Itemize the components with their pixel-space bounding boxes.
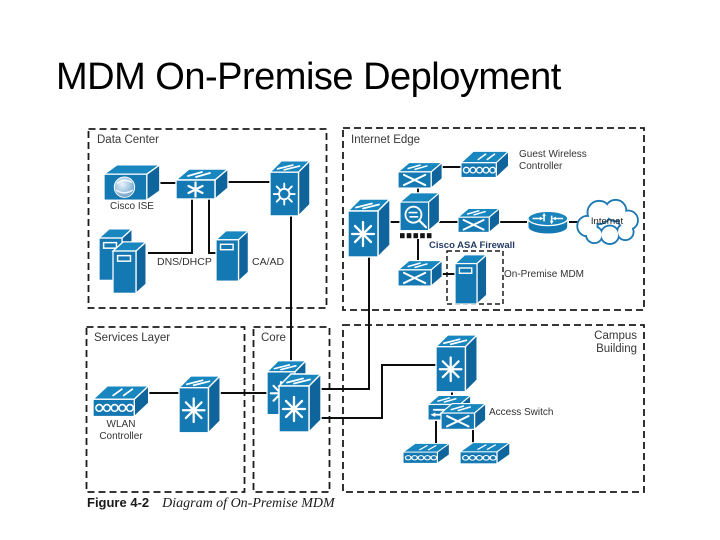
ca-ad-label: CA/AD	[252, 256, 285, 268]
dns-dhcp-label: DNS/DHCP	[157, 256, 212, 268]
internet-edge-top-switch-icon	[396, 161, 444, 190]
on-premise-mdm-server-icon	[454, 254, 488, 305]
cisco-ise-icon	[103, 164, 161, 201]
zone-campus-building-border	[342, 324, 645, 493]
dns-dhcp-server-front-icon	[112, 241, 147, 295]
zone-label-data-center: Data Center	[97, 134, 160, 146]
zone-label-services-layer: Services Layer	[94, 332, 171, 344]
internet-edge-multilayer-switch-icon	[346, 197, 392, 259]
on-premise-mdm-label: On-Premise MDM	[504, 269, 585, 280]
zone-services-layer-border	[85, 326, 246, 493]
access-point-left-icon	[402, 442, 451, 465]
internet-edge-middle-switch-icon	[457, 207, 501, 234]
figure-caption-label: Figure 4-2	[87, 495, 150, 510]
data-center-switch-icon	[174, 167, 230, 201]
ca-ad-server-icon	[215, 230, 250, 282]
access-point-right-icon	[459, 441, 511, 465]
zone-label-core: Core	[261, 332, 286, 344]
connection-lines	[148, 166, 578, 443]
router-icon	[527, 210, 569, 235]
campus-multilayer-switch-icon	[434, 333, 479, 393]
zone-label-internet-edge: Internet Edge	[351, 134, 421, 146]
cisco-asa-firewall-label: Cisco ASA Firewall	[429, 240, 515, 251]
zone-internet-edge-border	[342, 127, 645, 311]
cisco-ise-label: Cisco ISE	[110, 201, 154, 212]
guest-wireless-controller-label: Guest Wireless Controller	[519, 149, 587, 172]
access-switch-front-icon	[439, 402, 487, 431]
wlan-controller-label: WLAN Controller	[99, 419, 143, 442]
internet-label: Internet	[590, 216, 624, 227]
wlan-controller-icon	[92, 384, 150, 418]
internet-edge-bottom-switch-icon	[396, 259, 444, 288]
cisco-asa-firewall-icon	[398, 191, 441, 240]
figure-caption: Figure 4-2 Diagram of On-Premise MDM	[87, 495, 335, 512]
guest-wireless-controller-icon	[460, 150, 510, 179]
access-switch-label: Access Switch	[489, 407, 554, 418]
figure-caption-text: Diagram of On-Premise MDM	[162, 496, 335, 511]
core-switch-front-icon	[277, 372, 323, 434]
services-multilayer-switch-icon	[177, 374, 222, 434]
page-title: MDM On-Premise Deployment	[56, 56, 561, 98]
data-center-multilayer-switch-icon	[269, 159, 311, 217]
zone-label-campus-building: Campus Building	[594, 330, 637, 355]
